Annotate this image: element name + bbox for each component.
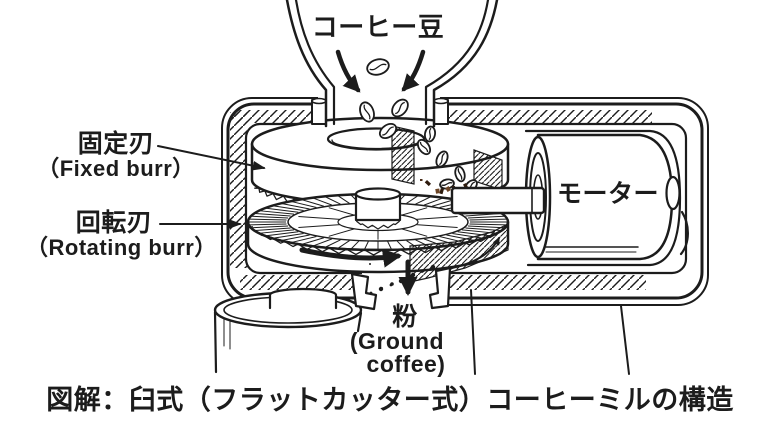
rotating-burr-label-en: （Rotating burr）	[26, 235, 217, 260]
hatched-wall-top-left	[234, 110, 316, 123]
motor-label: モーター	[556, 180, 659, 208]
ground-coffee-label-ja: 粉	[392, 303, 418, 331]
machine-base-lines	[470, 289, 630, 375]
coffee-beans	[359, 58, 478, 193]
diagram-caption: 図解：臼式（フラットカッター式）コーヒーミルの構造	[46, 385, 734, 415]
fixed-burr-label-ja: 固定刃	[77, 130, 155, 158]
bean-hopper	[285, 0, 499, 128]
hatched-wall-bottom-right	[450, 275, 646, 290]
rotation-arrow	[299, 247, 402, 268]
rotating-burr	[246, 187, 510, 283]
burr-vanes	[298, 204, 458, 240]
motor-cap-bump	[665, 175, 681, 211]
spout-wall-left	[350, 272, 378, 311]
casing-shading	[679, 210, 689, 256]
fixed-burr-label-en: （Fixed burr）	[37, 156, 195, 181]
annotations	[157, 49, 426, 229]
spout-wall-right	[428, 266, 452, 310]
bean-flow-arrow-left	[335, 49, 361, 93]
hatched-wall-left	[230, 112, 247, 268]
grounds-container	[213, 287, 363, 374]
outlet-boss	[268, 287, 338, 310]
ground-coffee-label-en2: coffee)	[366, 351, 446, 377]
rotating-burr-label-ja: 回転刃	[75, 209, 153, 237]
ground-coffee-label-en1: (Ground	[349, 328, 445, 354]
fixed-burr-leader-arrow	[157, 145, 266, 171]
ground-coffee-outlet	[350, 259, 452, 311]
hatched-wall-bottom-left	[240, 275, 356, 290]
powder-dots	[369, 263, 436, 295]
coffee-beans-label: コーヒー豆	[311, 12, 445, 42]
rotation-arrow-small	[451, 236, 500, 269]
cutaway-section	[391, 125, 415, 185]
bean-flow-arrow-right	[401, 49, 426, 92]
drive-shaft	[450, 186, 546, 215]
hatched-wall-top-right	[438, 110, 652, 123]
